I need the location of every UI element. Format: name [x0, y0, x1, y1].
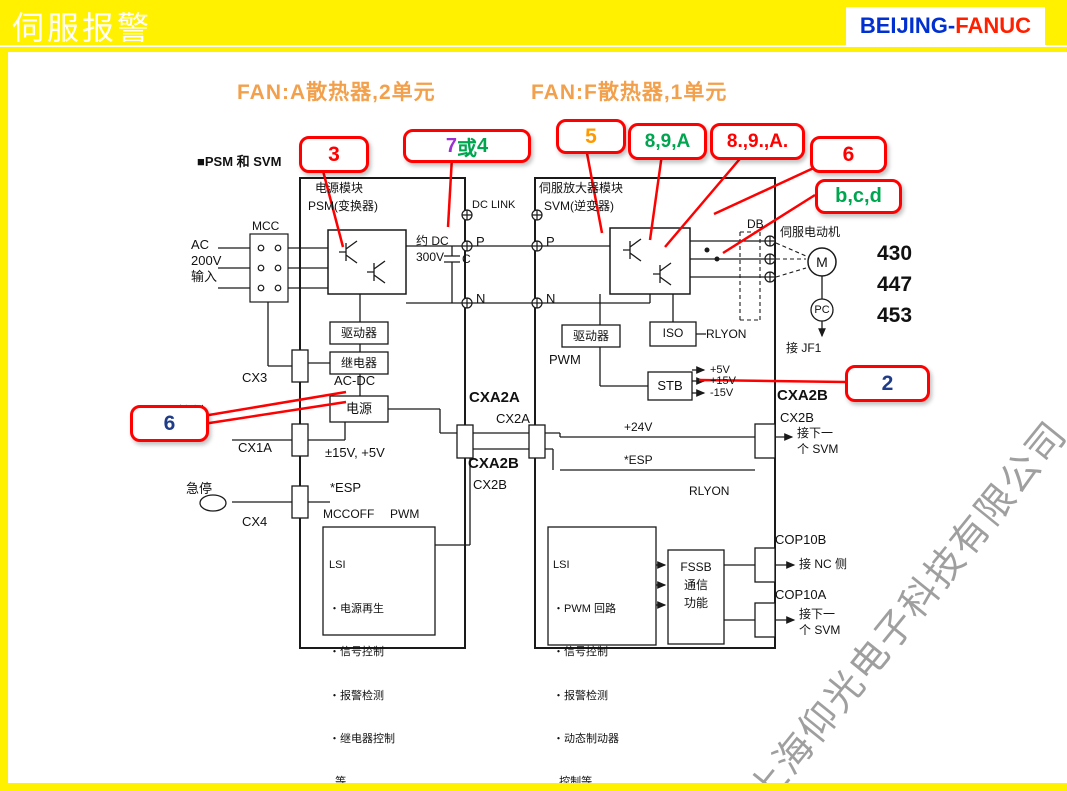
cxa2a-bold-label: CXA2A [469, 389, 520, 406]
callout-4: 4 [477, 134, 489, 157]
n-terminal-psm: N [476, 291, 486, 306]
header-bar: 伺服报警 BEIJING-FANUC [0, 0, 1067, 52]
v15m-label: -15V [710, 387, 734, 399]
stb-outputs [692, 366, 706, 397]
callout-89a-green: 8,9,A [628, 123, 707, 160]
header-divider [0, 45, 1067, 47]
esp-psm-label: *ESP [330, 480, 362, 495]
mcc-label: MCC [252, 219, 280, 233]
cop10a-label: COP10A [775, 587, 827, 602]
pwm-svm-label: PWM [549, 352, 581, 367]
driver-psm-label: 驱动器 [340, 326, 377, 340]
igbt-blocks [327, 227, 691, 295]
alarm-codes: 430 447 453 [877, 238, 912, 331]
pm15v-label: ±15V, +5V [325, 445, 385, 460]
fan-f-label: FAN:F散热器,1单元 [531, 81, 728, 104]
callout-tails [202, 147, 846, 426]
page-title: 伺服报警 [12, 10, 153, 46]
power-module-label: 电源模块 [315, 181, 364, 195]
jf1-label: 接 JF1 [786, 341, 822, 355]
brand-left: BEIJING- [859, 13, 956, 38]
interconnect-cables [473, 432, 794, 471]
motor-m-label: M [816, 254, 828, 270]
n-terminal-svm: N [546, 291, 556, 306]
cx2a-label: CX2A [496, 411, 530, 426]
motor-output [690, 231, 837, 338]
encoder-pc-label: PC [814, 304, 830, 316]
ac-input-label: AC 200V 输入 [191, 237, 222, 284]
ac-dc-label: AC-DC [334, 373, 376, 388]
esp-svm-label: *ESP [624, 453, 653, 467]
cx2b-right-label: CX2B [780, 410, 814, 425]
alarm-code-447: 447 [877, 273, 913, 296]
pwm-psm-label: PWM [390, 507, 420, 521]
amp-module-label: 伺服放大器模块 [539, 181, 624, 195]
relay-label: 继电器 [340, 356, 377, 370]
svm-name-label: SVM(逆变器) [544, 199, 614, 213]
lsi-svm-block: LSI ・PWM 回路 ・信号控制 ・报警检测 ・动态制动器 控制等 [553, 559, 619, 788]
alarm-code-453: 453 [877, 304, 913, 327]
callout-bcd: b,c,d [815, 179, 902, 214]
db-dashed-box [739, 231, 761, 321]
fssb-wires [656, 561, 796, 624]
dc-link-label: DC LINK [472, 199, 516, 211]
module-boxes [299, 177, 776, 649]
cxa2b-mid-bold-label: CXA2B [468, 455, 519, 472]
callout-2: 2 [845, 365, 930, 402]
v5-label: +5V [710, 364, 730, 376]
brand-logo: BEIJING-FANUC [845, 7, 1045, 45]
fssb-block: FSSB 通信 功能 [680, 560, 712, 610]
next-svm-2-label: 接下一 个 SVM [799, 607, 841, 637]
cx2b-mid-label: CX2B [473, 477, 507, 492]
mccoff-label: MCCOFF [323, 507, 375, 521]
callout-3: 3 [299, 136, 369, 173]
callout-89a-red: 8.,9.,A. [710, 123, 805, 160]
rlyon-top-label: RLYON [706, 327, 747, 341]
cop10b-label: COP10B [775, 532, 827, 547]
nc-side-label: 接 NC 侧 [799, 557, 848, 571]
cxa2b-right-bold-label: CXA2B [777, 387, 828, 404]
dc-bus [406, 245, 651, 304]
db-label: DB [747, 217, 764, 231]
callout-7: 7 [445, 134, 457, 157]
servo-motor-label: 伺服电动机 [780, 225, 841, 239]
alarm-code-430: 430 [877, 242, 913, 265]
power-supply-label: 电源 [345, 401, 372, 416]
rlyon-bottom-label: RLYON [689, 484, 730, 498]
next-svm-1-label: 接下一 个 SVM [797, 426, 839, 456]
p-terminal-svm: P [546, 234, 555, 249]
callout-5: 5 [556, 119, 626, 154]
callout-6-left: 6 [130, 405, 209, 442]
fan-a-label: FAN:A散热器,2单元 [237, 81, 436, 104]
callout-6-top: 6 [810, 136, 887, 173]
cx1a-label: CX1A [238, 440, 272, 455]
left-yellow-edge [0, 0, 8, 791]
estop-label: 急停 [186, 481, 213, 496]
cx4-label: CX4 [242, 514, 268, 529]
dc-voltage-label: 约 DC 300V [416, 234, 449, 264]
lsi-psm-block: LSI ・电源再生 ・信号控制 ・报警检测 ・继电器控制 等 [329, 559, 395, 788]
v24-label: +24V [624, 420, 653, 434]
callout-or: 或 [457, 137, 477, 160]
psm-name-label: PSM(变换器) [308, 199, 378, 213]
driver-svm-label: 驱动器 [572, 329, 609, 343]
stb-label: STB [657, 378, 683, 393]
section-title: ■PSM 和 SVM [197, 154, 282, 169]
estop-symbol [199, 494, 227, 512]
cx3-label: CX3 [242, 370, 268, 385]
left-wires [199, 302, 471, 546]
capacitor-label: C [462, 252, 471, 266]
capacitor [444, 246, 460, 303]
v15p-label: +15V [710, 375, 736, 387]
p-terminal-psm: P [476, 234, 485, 249]
mcc-contactor [249, 233, 289, 303]
iso-label: ISO [662, 326, 684, 340]
ac-input-wires [218, 247, 328, 289]
bottom-yellow-edge [0, 783, 1067, 791]
brand-right: FANUC [955, 13, 1031, 38]
